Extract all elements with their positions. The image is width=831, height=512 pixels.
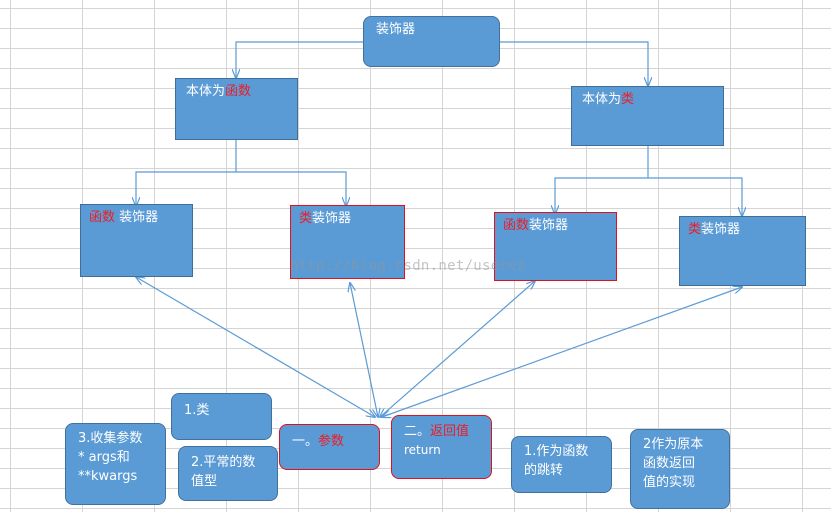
- original-return-line3: 值的实现: [643, 475, 696, 490]
- return-highlight: 返回值: [430, 424, 470, 439]
- decorator-left-function: 函数 装饰器: [80, 204, 193, 277]
- params-highlight: 参数: [318, 434, 345, 449]
- normal-type-line2: 值型: [191, 474, 218, 489]
- watermark-text: http://blog.csdn.net/userez: [290, 258, 526, 274]
- params-prefix: 一。: [292, 434, 319, 449]
- concept-class: 1.类: [171, 393, 272, 440]
- concept-func-jump: 1.作为函数 的跳转: [511, 436, 612, 493]
- connector-root-right: [499, 41, 648, 86]
- decorator-right-function-suffix: 装饰器: [529, 218, 569, 233]
- decorator-right-function-highlight: 函数: [503, 218, 530, 233]
- concept-original-return: 2作为原本 函数返回 值的实现: [630, 429, 730, 509]
- decorator-right-class-highlight: 类: [688, 222, 702, 237]
- concept-params: 一。参数: [279, 424, 380, 470]
- branch-class-body: 本体为类: [571, 86, 724, 146]
- decorator-left-function-suffix: 装饰器: [115, 210, 159, 225]
- connector-left-class: [236, 171, 346, 206]
- collect-params-line3: **kwargs: [78, 469, 138, 484]
- arrow-right-func-to-center: [380, 281, 535, 417]
- decorator-right-class: 类装饰器: [679, 216, 806, 286]
- original-return-line1: 2作为原本: [643, 437, 704, 452]
- concept-collect-params: 3.收集参数 * args和 **kwargs: [65, 423, 166, 505]
- concept-return-value: 二。返回值 return: [391, 415, 492, 479]
- original-return-line2: 函数返回: [643, 456, 696, 471]
- branch-left-highlight: 函数: [225, 84, 252, 99]
- branch-left-prefix: 本体为: [186, 84, 226, 99]
- connector-right-func: [555, 177, 648, 214]
- branch-right-highlight: 类: [621, 92, 635, 107]
- decorator-left-function-highlight: 函数: [89, 210, 116, 225]
- arrow-right-class-to-center: [382, 287, 742, 417]
- root-label: 装饰器: [376, 22, 416, 37]
- decorator-left-class-highlight: 类: [299, 211, 313, 226]
- collect-params-line2: * args和: [78, 450, 130, 465]
- connector-right-class: [648, 177, 742, 216]
- collect-params-line1: 3.收集参数: [78, 431, 143, 446]
- branch-function-body: 本体为函数: [175, 78, 298, 140]
- arrow-left-class-to-center: [350, 283, 378, 417]
- concept-normal-type: 2.平常的数 值型: [178, 446, 278, 501]
- func-jump-line1: 1.作为函数: [524, 444, 589, 459]
- root-node: 装饰器: [363, 16, 500, 67]
- connector-root-left: [236, 41, 363, 78]
- decorator-right-class-suffix: 装饰器: [701, 222, 741, 237]
- return-prefix: 二。: [404, 424, 431, 439]
- decorator-left-class-suffix: 装饰器: [312, 211, 352, 226]
- return-sub: return: [404, 443, 441, 457]
- normal-type-line1: 2.平常的数: [191, 455, 256, 470]
- func-jump-line2: 的跳转: [524, 463, 564, 478]
- concept-class-label: 1.类: [184, 403, 210, 418]
- connector-left-func: [136, 171, 236, 206]
- branch-right-prefix: 本体为: [582, 92, 622, 107]
- decorator-left-class: 类装饰器: [290, 205, 405, 279]
- decorator-right-function: 函数装饰器: [494, 212, 617, 281]
